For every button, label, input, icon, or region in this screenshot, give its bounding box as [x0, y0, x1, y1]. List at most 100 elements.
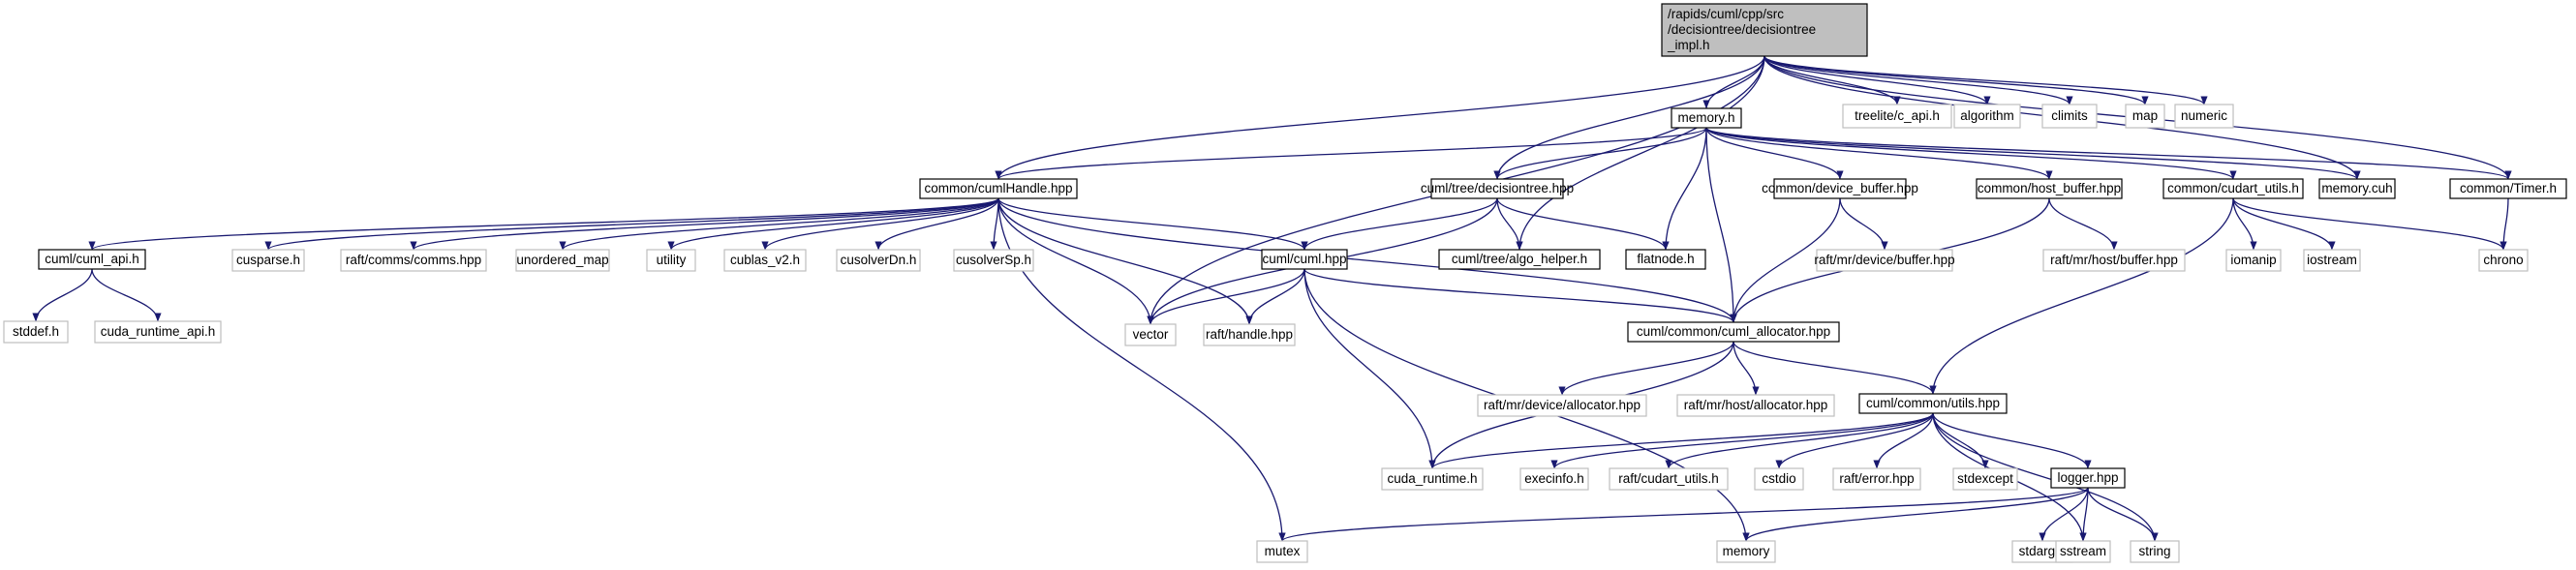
node-memory-std: memory — [1716, 540, 1776, 563]
node-timer[interactable]: common/Timer.h — [2449, 178, 2567, 199]
node-logger[interactable]: logger.hpp — [2050, 467, 2126, 489]
edge-arrow — [997, 197, 1154, 325]
edge-arrow — [1733, 341, 1937, 395]
node-label: flatnode.h — [1637, 252, 1694, 266]
node-label: algorithm — [1960, 108, 2014, 123]
node-label: common/Timer.h — [2460, 181, 2557, 195]
node-label: mutex — [1265, 544, 1301, 558]
node-raft-comms: raft/comms/comms.hpp — [340, 249, 487, 272]
edge-logger-to-mutex — [1278, 487, 2089, 542]
node-box — [1438, 249, 1601, 270]
edge-arrow — [1929, 197, 2234, 395]
edge-arrow — [2499, 197, 2509, 251]
node-box — [919, 178, 1078, 199]
node-cuml-allocator[interactable]: cuml/common/cuml_allocator.hpp — [1627, 321, 1840, 343]
edge-utils_hpp-to-cuda_runtime — [1428, 412, 1934, 469]
node-utils-hpp[interactable]: cuml/common/utils.hpp — [1858, 393, 2008, 414]
edge-memory_h-to-host_buffer — [1705, 127, 2053, 180]
node-box — [1832, 467, 1921, 491]
node-cumlhandle[interactable]: common/cumlHandle.hpp — [919, 178, 1078, 199]
node-box — [38, 249, 146, 270]
edge-arrow — [2039, 487, 2089, 542]
edge-arrow — [1705, 127, 2053, 180]
edge-cuml_allocator-to-utils_hpp — [1733, 341, 1937, 395]
node-box — [1754, 467, 1804, 491]
node-box — [2055, 540, 2111, 563]
edge-arrow — [1742, 487, 2089, 542]
edge-cumlhandle-to-cuml_allocator — [997, 197, 1737, 323]
node-raft-host-buffer: raft/mr/host/buffer.hpp — [2042, 249, 2186, 272]
node-algo-helper[interactable]: cuml/tree/algo_helper.h — [1438, 249, 1601, 270]
edge-arrow — [997, 197, 1308, 251]
node-algorithm: algorithm — [1953, 104, 2021, 129]
node-vector: vector — [1124, 323, 1177, 346]
node-box — [1381, 467, 1484, 491]
edge-arrow — [1763, 55, 1991, 105]
node-root[interactable]: /rapids/cuml/cpp/src/decisiontree/decisi… — [1661, 3, 1868, 57]
edge-arrow — [1730, 197, 1841, 323]
node-raft-handle: raft/handle.hpp — [1203, 323, 1296, 346]
node-label: raft/handle.hpp — [1206, 327, 1293, 342]
node-label: common/host_buffer.hpp — [1978, 181, 2121, 195]
edge-dt_hpp-to-cuml_hpp — [1301, 197, 1498, 251]
node-memory-cuh[interactable]: memory.cuh — [2318, 178, 2396, 199]
edge-arrow — [1763, 55, 2208, 105]
node-climits: climits — [2041, 104, 2098, 129]
node-box — [2050, 467, 2126, 489]
node-label: common/device_buffer.hpp — [1762, 181, 1918, 195]
edge-cumlhandle-to-cusolverdn — [874, 197, 999, 251]
node-box — [2162, 178, 2304, 199]
node-cuda-runtime-api: cuda_runtime_api.h — [94, 320, 222, 344]
edge-arrow — [1493, 55, 1765, 180]
node-cudart-utils[interactable]: common/cudart_utils.h — [2162, 178, 2304, 199]
node-cuda-runtime: cuda_runtime.h — [1381, 467, 1484, 491]
node-memory-h[interactable]: memory.h — [1671, 107, 1742, 129]
node-cuml-api[interactable]: cuml/cuml_api.h — [38, 249, 146, 270]
edge-memory_h-to-flatnode — [1662, 127, 1707, 251]
node-label: stdarg.h — [2019, 544, 2067, 558]
edge-logger-to-memory_std — [1742, 487, 2089, 542]
edge-arrow — [1496, 197, 1670, 251]
edge-arrow — [997, 197, 1286, 542]
node-label: treelite/c_api.h — [1855, 108, 1940, 123]
node-dt-hpp[interactable]: cuml/tree/decisiontree.hpp — [1421, 178, 1574, 199]
edge-arrow — [1147, 268, 1305, 325]
node-box — [1952, 467, 2018, 491]
node-host-buffer[interactable]: common/host_buffer.hpp — [1976, 178, 2123, 199]
node-flatnode[interactable]: flatnode.h — [1625, 249, 1706, 270]
edge-cumlhandle-to-vector — [997, 197, 1154, 325]
edge-arrow — [1733, 341, 1760, 396]
edge-device_buffer-to-raft_device_buffer — [1839, 197, 1888, 251]
edge-device_buffer-to-cuml_allocator — [1730, 197, 1841, 323]
node-box — [231, 249, 305, 272]
node-box — [1256, 540, 1308, 563]
node-box — [646, 249, 696, 272]
node-label: /rapids/cuml/cpp/src — [1668, 7, 1784, 21]
node-box — [2478, 249, 2529, 272]
node-label: iomanip — [2230, 253, 2276, 267]
node-label: cuml/common/cuml_allocator.hpp — [1637, 324, 1830, 339]
edge-cumlhandle-to-unordered_map — [559, 197, 999, 251]
edge-cudart_utils-to-iostream — [2232, 197, 2336, 251]
edge-arrow — [559, 197, 999, 251]
edge-arrow — [2232, 197, 2507, 251]
edge-arrow — [1303, 268, 1436, 469]
edge-memory_h-to-cudart_utils — [1705, 127, 2237, 180]
node-label: common/cudart_utils.h — [2167, 181, 2299, 195]
node-box — [3, 320, 69, 344]
node-cuml-hpp[interactable]: cuml/cuml.hpp — [1261, 249, 1348, 270]
edge-arrow — [1763, 55, 2073, 105]
edge-memory_h-to-cuml_allocator — [1705, 127, 1737, 323]
node-box — [1976, 178, 2123, 199]
edge-root-to-climits — [1763, 55, 2073, 105]
node-box — [1858, 393, 2008, 414]
node-box — [953, 249, 1034, 272]
node-device-buffer[interactable]: common/device_buffer.hpp — [1762, 178, 1918, 199]
node-box — [1627, 321, 1840, 343]
edge-arrow — [1301, 197, 1498, 251]
node-box — [1953, 104, 2021, 129]
node-box — [2449, 178, 2567, 199]
node-stdexcept: stdexcept — [1952, 467, 2018, 491]
node-label: common/cumlHandle.hpp — [924, 181, 1072, 195]
